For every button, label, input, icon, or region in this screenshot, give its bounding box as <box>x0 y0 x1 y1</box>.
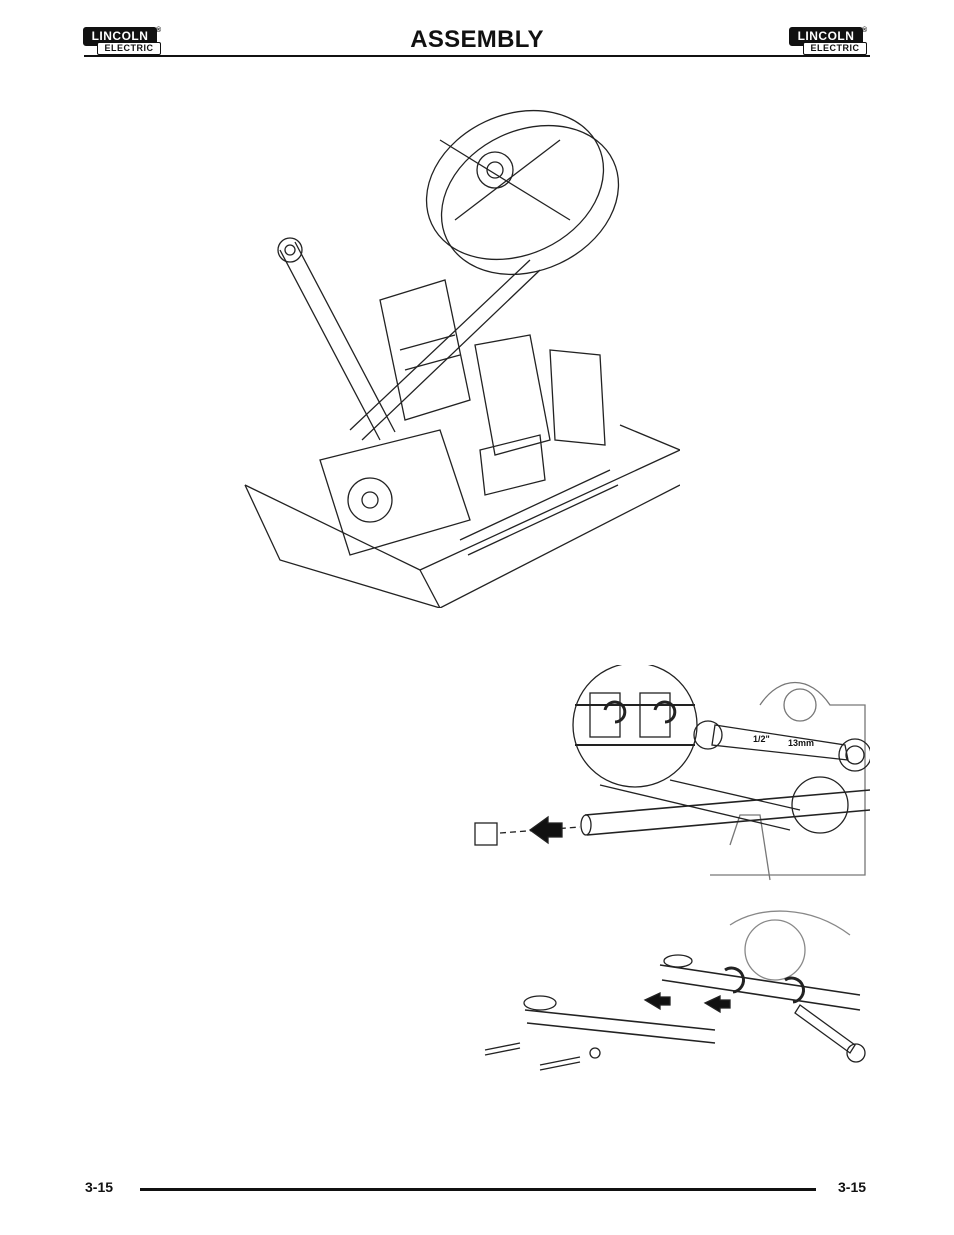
page-number-left: 3-15 <box>85 1179 114 1195</box>
tractor-assembly-illustration <box>240 100 680 608</box>
page-number-right: 3-15 <box>838 1179 867 1195</box>
header-rule <box>84 55 870 57</box>
logo-line2: ELECTRIC <box>97 42 161 55</box>
logo-line1: LINCOLN <box>789 27 863 46</box>
logo-line2: ELECTRIC <box>803 42 867 55</box>
wrench-label-mm: 13mm <box>788 738 814 748</box>
wrench-label-inch: 1/2" <box>753 734 770 744</box>
lincoln-electric-logo-left: LINCOLN ELECTRIC ® <box>83 27 163 57</box>
lincoln-electric-logo-right: LINCOLN ELECTRIC ® <box>789 27 869 57</box>
footer-rule <box>140 1188 816 1191</box>
registered-mark: ® <box>156 27 162 34</box>
registered-mark: ® <box>862 27 868 34</box>
bolt-tube-assembly-illustration <box>480 905 868 1073</box>
page-title: ASSEMBLY <box>410 26 544 53</box>
wrench-tube-removal-illustration: 1/2" 13mm <box>470 665 870 883</box>
